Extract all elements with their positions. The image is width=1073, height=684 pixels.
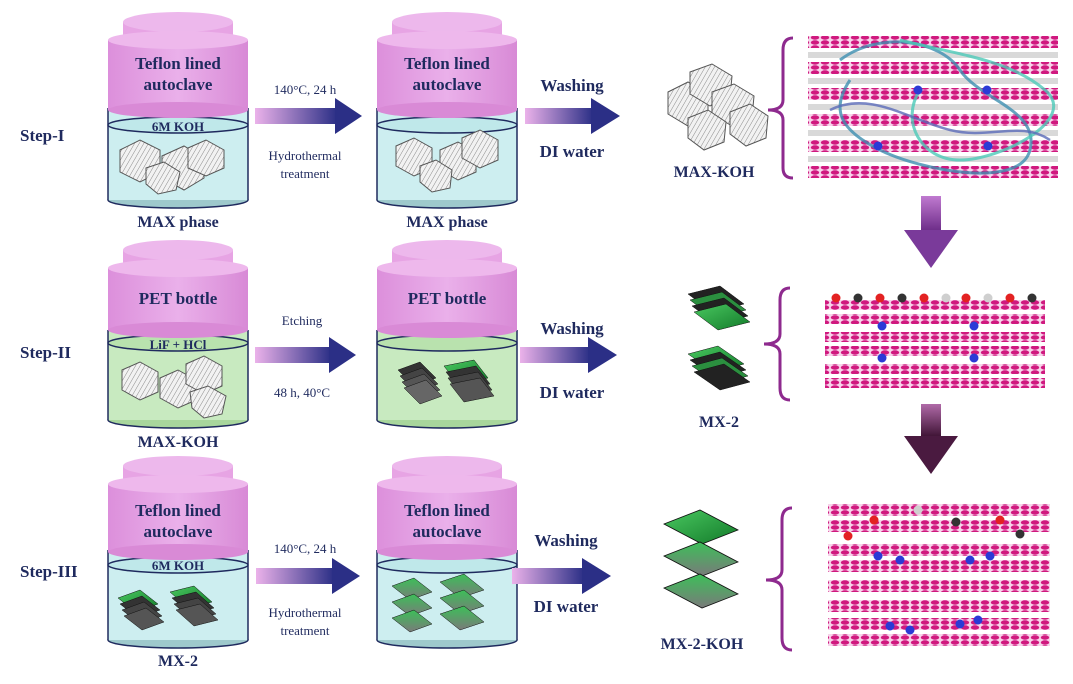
row1-arrow-top: 140°C, 24 h [274, 82, 337, 97]
row3-washing-arrow [512, 558, 611, 594]
row1-process-arrow [255, 98, 362, 134]
row3-vessel2-lid-line2: autoclave [413, 522, 482, 541]
row1-vessel1-lid-line2: autoclave [144, 75, 213, 94]
row3-arrow-bottom-line1: Hydrothermal [269, 605, 342, 620]
max-koh-cubes-icon [667, 63, 769, 151]
row1-vessel1-lid-line1: Teflon lined [135, 54, 221, 73]
row2-bracket [763, 286, 791, 402]
row3-product-label: MX-2-KOH [661, 636, 744, 653]
row2-washing-arrow [520, 337, 617, 373]
row2-wash-top: Washing [540, 319, 604, 338]
row3-vessel1-lid-line1: Teflon lined [135, 501, 221, 520]
row1-product-label: MAX-KOH [674, 164, 755, 181]
row2-vessel1-caption: MAX-KOH [138, 434, 219, 451]
row3-vessel1-lid-line2: autoclave [144, 522, 213, 541]
row1-vessel2-caption: MAX phase [406, 214, 487, 231]
mx2-koh-flakes-icon [391, 573, 485, 633]
max-koh-layered-structure [808, 36, 1058, 178]
mx2-flakes-icon [117, 585, 219, 631]
row1-bracket [767, 36, 794, 180]
row1-wash-top: Washing [540, 76, 604, 95]
step-i-label: Step-I [20, 126, 65, 145]
row3-process-arrow [256, 558, 360, 594]
down-arrow-1 [904, 196, 958, 268]
row2-vessel1-lid: PET bottle [139, 289, 218, 308]
row3-vessel2-autoclave [376, 456, 518, 649]
row3-wash-top: Washing [534, 531, 598, 550]
row1-vessel2-lid-line1: Teflon lined [404, 54, 490, 73]
row1-vessel2-lid-line2: autoclave [413, 75, 482, 94]
row3-vessel2-lid-line1: Teflon lined [404, 501, 490, 520]
max-phase-cubes-icon [119, 139, 225, 195]
row2-vessel1-solution: LiF + HCl [150, 337, 207, 352]
row3-vessel1-solution: 6M KOH [152, 558, 204, 573]
step-iii-label: Step-III [20, 562, 78, 581]
row3-wash-bottom: DI water [534, 597, 599, 616]
row1-arrow-bottom-line1: Hydrothermal [269, 148, 342, 163]
row1-wash-bottom: DI water [540, 142, 605, 161]
max-phase-cubes-icon [395, 129, 499, 193]
row1-washing-arrow [525, 98, 620, 134]
row2-process-arrow [255, 337, 356, 373]
row1-vessel1-caption: MAX phase [137, 214, 218, 231]
row1-arrow-bottom-line2: treatment [280, 166, 329, 181]
row3-arrow-bottom-line2: treatment [280, 623, 329, 638]
mx2-koh-product-flakes-icon [663, 509, 739, 609]
row1-vessel1-solution: 6M KOH [152, 119, 204, 134]
row2-wash-bottom: DI water [540, 383, 605, 402]
row2-arrow-bottom: 48 h, 40°C [274, 385, 330, 400]
row3-arrow-top: 140°C, 24 h [274, 541, 337, 556]
step-ii-label: Step-II [20, 343, 71, 362]
row3-bracket [765, 506, 793, 652]
row2-vessel2-lid: PET bottle [408, 289, 487, 308]
mx2-layered-structure [825, 293, 1045, 388]
row2-product-label: MX-2 [699, 414, 739, 431]
max-koh-cubes-icon [121, 355, 227, 419]
mx2-koh-layered-structure [828, 504, 1050, 646]
row3-vessel1-caption: MX-2 [158, 653, 198, 670]
mx2-product-flakes-icon [687, 285, 751, 391]
row2-arrow-top: Etching [282, 313, 323, 328]
down-arrow-2 [904, 404, 958, 474]
mx2-flakes-icon [397, 359, 495, 405]
row2-vessel2-pet-bottle [376, 240, 518, 429]
